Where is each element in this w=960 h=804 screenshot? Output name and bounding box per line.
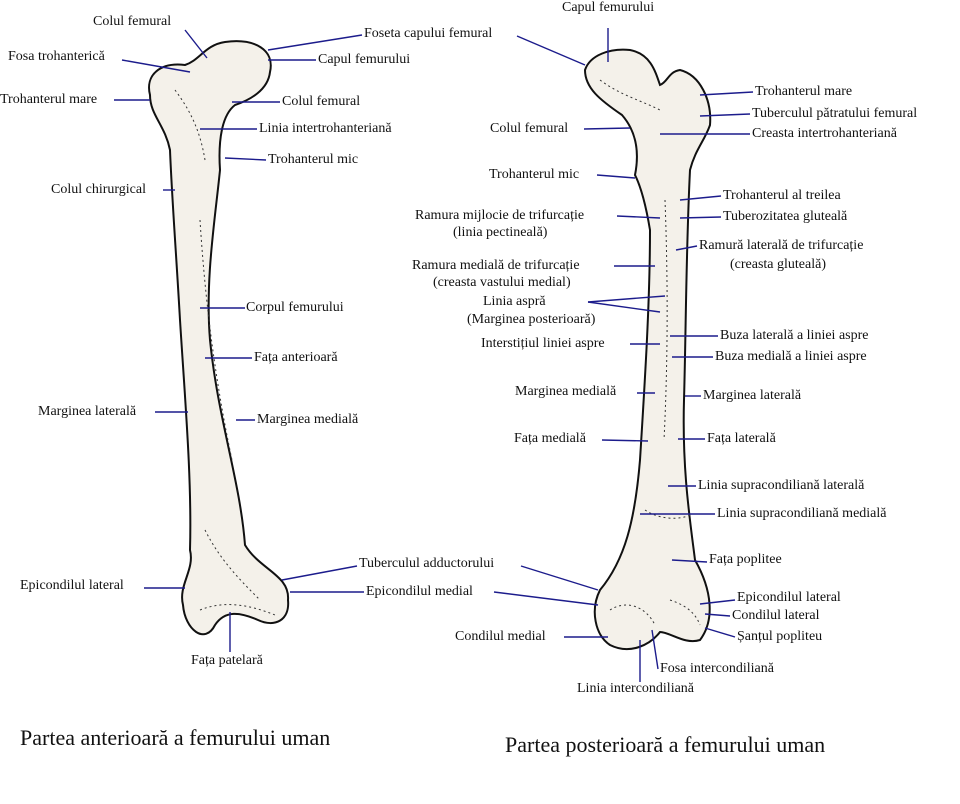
- label-ramura-laterala: Ramură laterală de trifurcație: [699, 238, 864, 253]
- label-fata-mediala: Fața medială: [514, 431, 586, 446]
- label-interstitiul: Interstițiul liniei aspre: [481, 336, 605, 351]
- label-marginea-mediala: Marginea medială: [257, 412, 359, 427]
- leader-lines: [114, 28, 754, 682]
- caption-posterior: Partea posterioară a femurului uman: [505, 732, 826, 757]
- label-epicondilul-medial: Epicondilul medial: [366, 584, 473, 599]
- label-corpul-femurului: Corpul femurului: [246, 300, 344, 315]
- label-tuberculul-adductorului: Tuberculul adductorului: [359, 556, 495, 571]
- label-foseta-capului-femural: Foseta capului femural: [364, 26, 493, 41]
- label-condilul-medial: Condilul medial: [455, 629, 546, 644]
- label-trohanterul-mare: Trohanterul mare: [0, 92, 98, 107]
- label-epicondilul-lateral-post: Epicondilul lateral: [737, 590, 841, 605]
- label-tuberculul-patratului-femural: Tuberculul pătratului femural: [752, 106, 918, 121]
- label-linia-pectineala: (linia pectineală): [453, 225, 548, 240]
- label-creasta-intertrohanteriana: Creasta intertrohanteriană: [752, 126, 897, 141]
- label-linia-intertrohanteriana: Linia intertrohanteriană: [259, 121, 392, 136]
- label-colul-chirurgical: Colul chirurgical: [51, 182, 146, 197]
- posterior-femur-drawing: [583, 48, 712, 651]
- label-condilul-lateral: Condilul lateral: [732, 608, 820, 623]
- label-capul-femurului-post: Capul femurului: [562, 0, 655, 15]
- label-marginea-laterala-post: Marginea laterală: [703, 388, 802, 403]
- label-trohanterul-mic-post: Trohanterul mic: [489, 167, 580, 182]
- label-linia-aspra: Linia aspră: [483, 294, 546, 309]
- label-colul-femural-2: Colul femural: [282, 94, 361, 109]
- label-trohanterul-mic: Trohanterul mic: [268, 152, 359, 167]
- label-trohanterul-mare-post: Trohanterul mare: [755, 84, 853, 99]
- caption-anterior: Partea anterioară a femurului uman: [20, 725, 331, 750]
- label-linia-intercondiliana: Linia intercondiliană: [577, 681, 695, 696]
- label-fata-anterioara: Fața anterioară: [254, 350, 338, 365]
- label-trohanterul-al-treilea: Trohanterul al treilea: [723, 188, 841, 203]
- label-capul-femurului: Capul femurului: [318, 52, 411, 67]
- label-ramura-mijlocie: Ramura mijlocie de trifurcație: [415, 208, 585, 223]
- label-buza-mediala: Buza medială a liniei aspre: [715, 349, 867, 364]
- label-fosa-trohanterica: Fosa trohanterică: [8, 49, 105, 64]
- label-creasta-vastului-medial: (creasta vastului medial): [433, 275, 571, 290]
- label-marginea-laterala: Marginea laterală: [38, 404, 137, 419]
- label-marginea-mediala-post: Marginea medială: [515, 384, 617, 399]
- label-creasta-gluteala: (creasta gluteală): [730, 257, 826, 272]
- label-fosa-intercondiliana: Fosa intercondiliană: [660, 661, 774, 676]
- anterior-femur-drawing: [148, 40, 290, 636]
- label-ramura-mediala: Ramura medială de trifurcație: [412, 258, 580, 273]
- label-santul-popliteu: Șanțul popliteu: [737, 629, 823, 644]
- label-fata-patelara: Fața patelară: [191, 653, 263, 668]
- label-linia-supracondiliana-mediala: Linia supracondiliană medială: [717, 506, 887, 521]
- label-colul-femural: Colul femural: [93, 14, 172, 29]
- label-fata-laterala: Fața laterală: [707, 431, 776, 446]
- label-marginea-posterioara: (Marginea posterioară): [467, 312, 596, 327]
- label-buza-laterala: Buza laterală a liniei aspre: [720, 328, 869, 343]
- label-tuberozitatea-gluteala: Tuberozitatea gluteală: [723, 209, 848, 224]
- label-linia-supracondiliana-laterala: Linia supracondiliană laterală: [698, 478, 865, 493]
- label-colul-femural-post: Colul femural: [490, 121, 569, 136]
- label-fata-poplitee: Fața poplitee: [709, 552, 782, 567]
- label-epicondilul-lateral: Epicondilul lateral: [20, 578, 124, 593]
